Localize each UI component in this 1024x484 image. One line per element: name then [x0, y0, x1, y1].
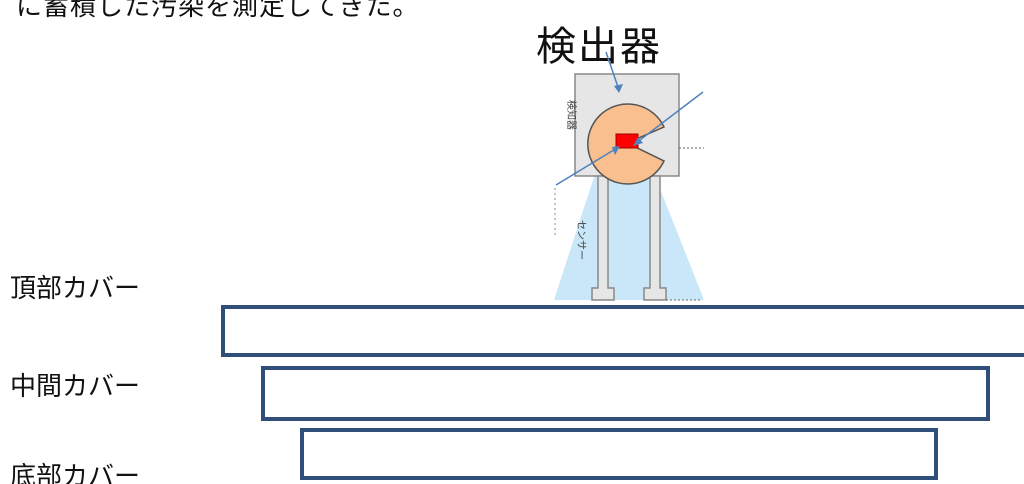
incoming-arrow-right [635, 91, 704, 144]
detector-stem-label: センサー [575, 220, 587, 260]
incoming-arrow-left [555, 147, 618, 186]
incoming-arrow-top [605, 51, 620, 91]
bottom-cover-box [300, 428, 938, 480]
arrow-head-top [614, 84, 623, 93]
middle-cover-label: 中間カバー [10, 372, 141, 402]
detector-title: 検出器 [536, 24, 662, 70]
detector-illustration: 検知器 センサー [554, 51, 704, 301]
detection-beam [554, 128, 704, 300]
middle-cover-box [261, 366, 990, 421]
detector-side-label: 検知器 [565, 100, 578, 130]
sensor-core [615, 133, 639, 149]
arrow-head-right [633, 137, 643, 146]
top-cover-label: 頂部カバー [10, 274, 141, 304]
arrow-head-left [612, 146, 620, 155]
top-cover-box [221, 305, 1024, 357]
intro-text-fragment: に蓄積した汚染を測定してきた。 [16, 0, 420, 22]
bottom-cover-label: 底部カバー [10, 462, 141, 484]
detector-leg-left [591, 175, 615, 301]
